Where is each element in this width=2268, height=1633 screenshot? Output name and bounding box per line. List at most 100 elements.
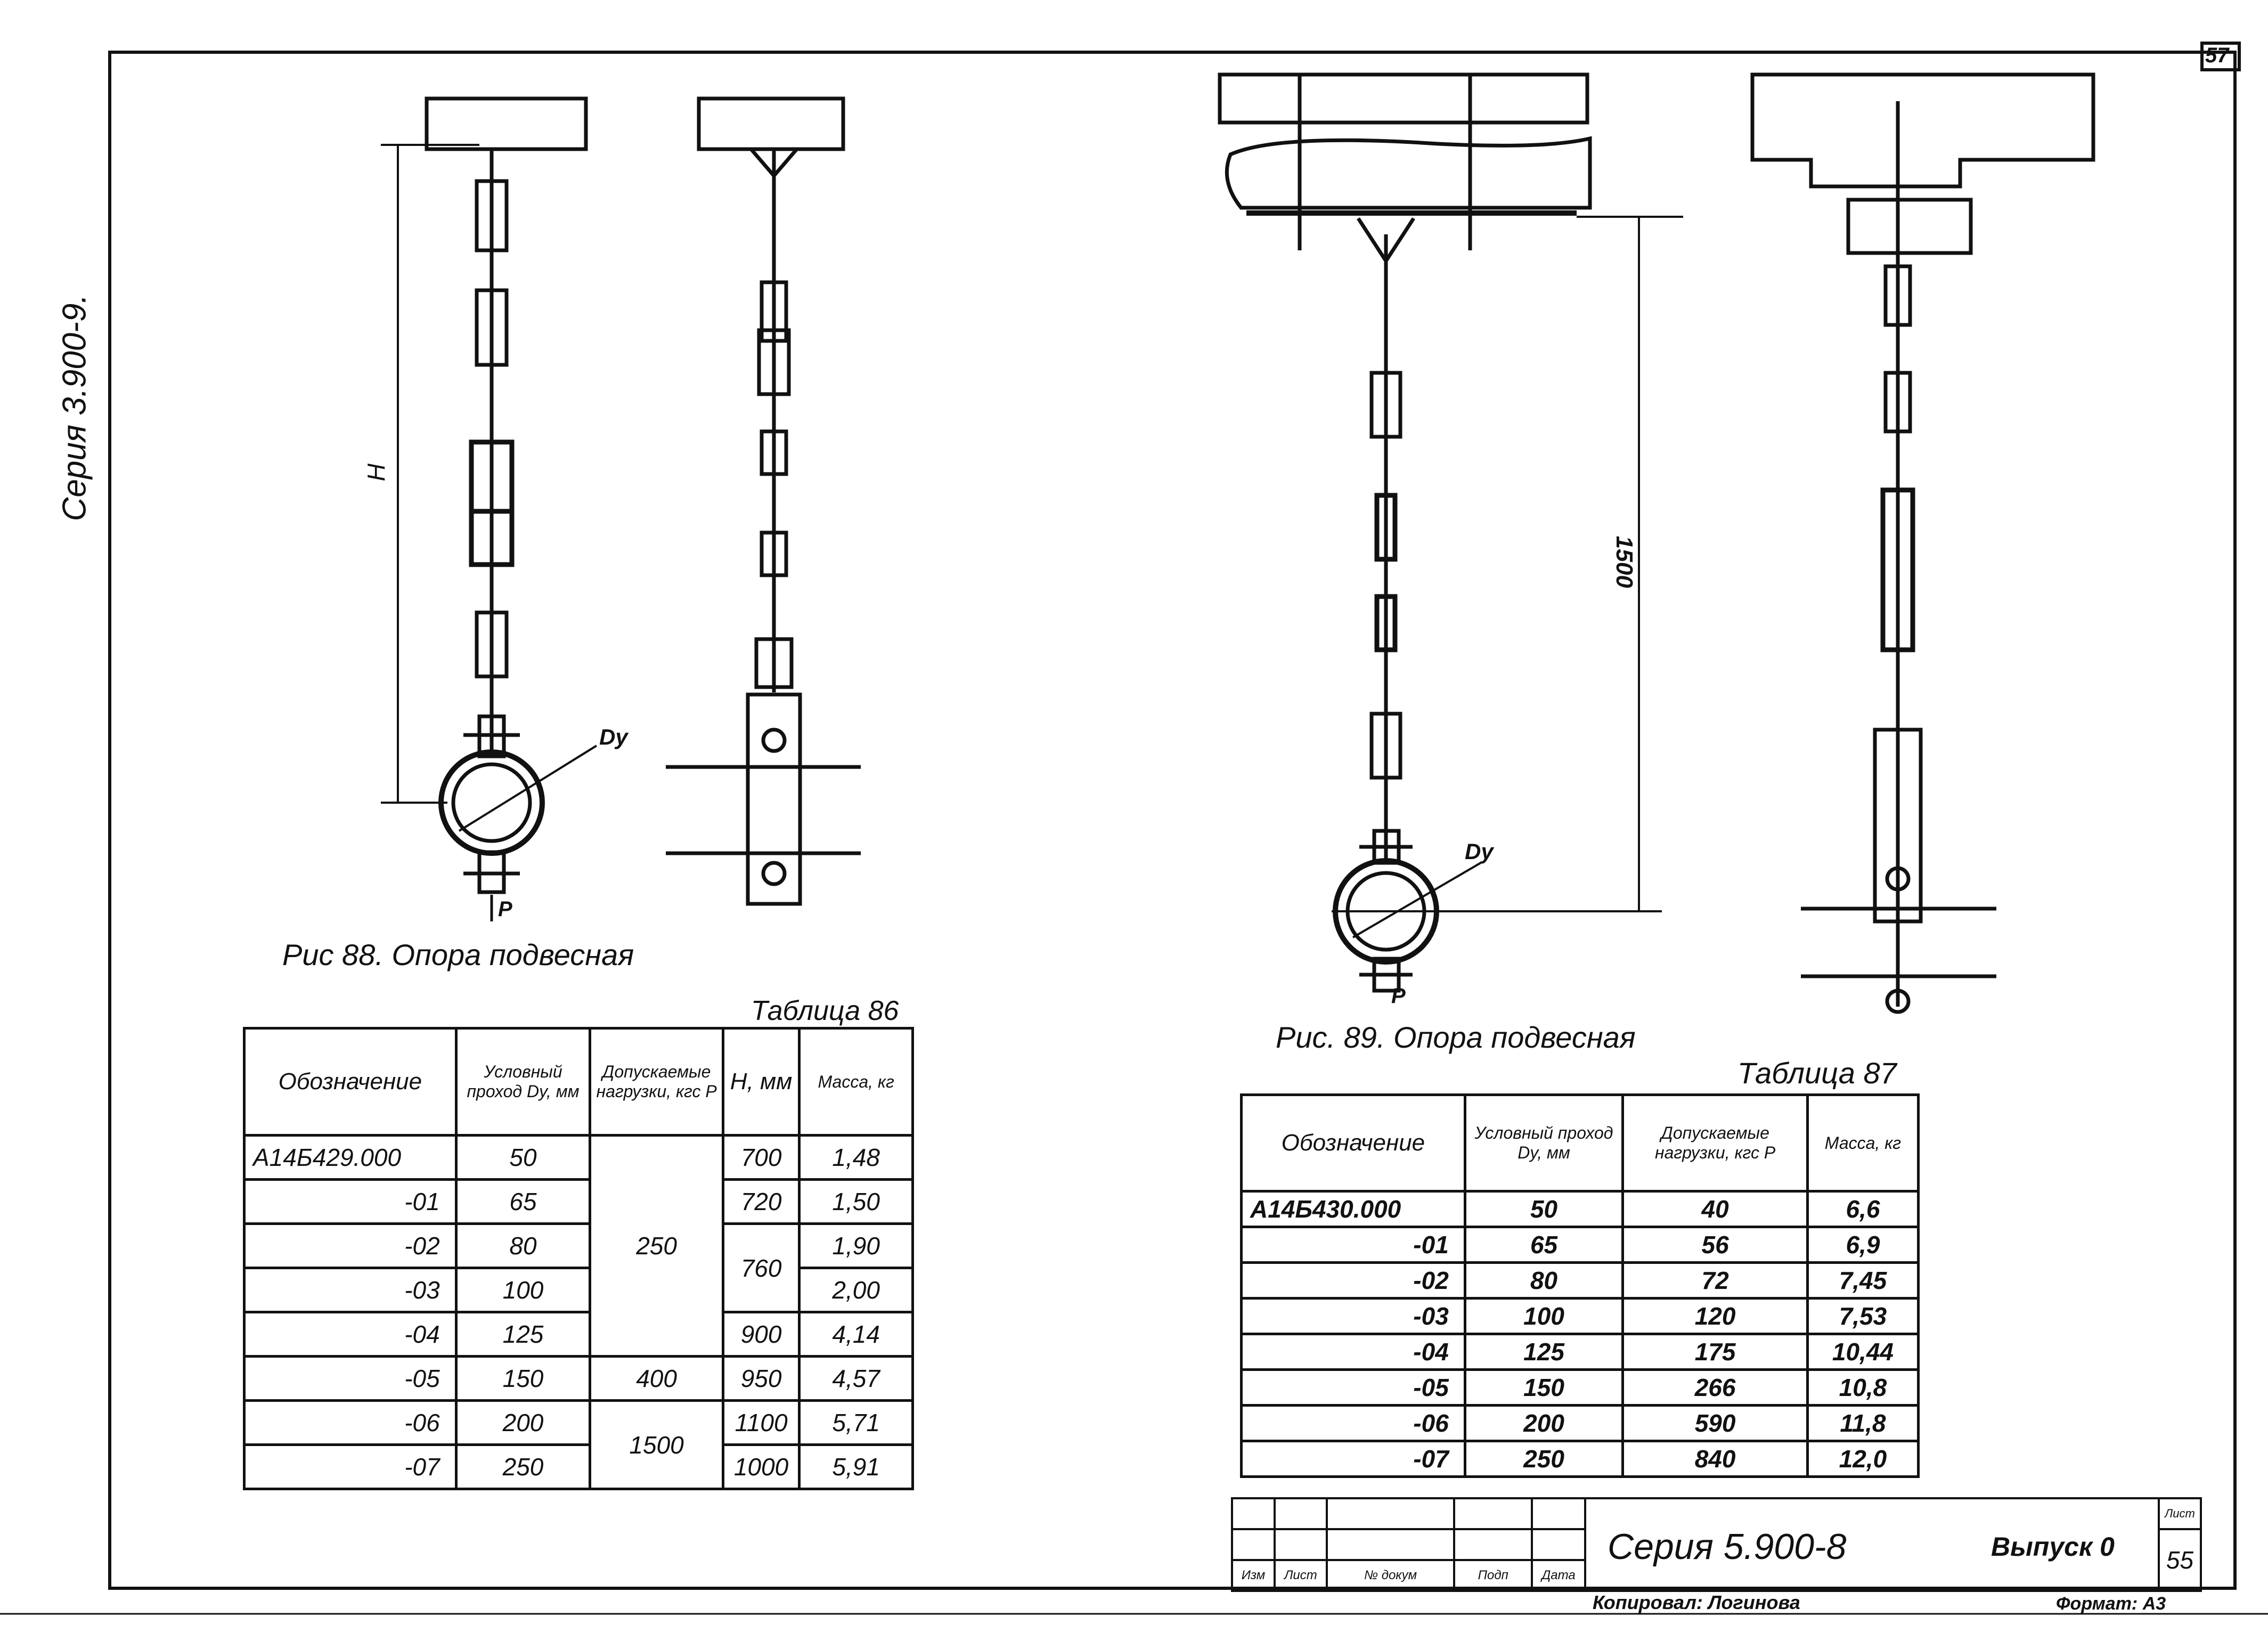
cell-mass: 1,48	[798, 1134, 914, 1181]
page-number-box	[2200, 42, 2241, 71]
cell-load: 250	[589, 1134, 724, 1358]
table-row: -03 100 2,00	[243, 1267, 914, 1313]
col-label-doc: № докум	[1325, 1559, 1456, 1592]
cell-load: 840	[1621, 1440, 1809, 1478]
cell-dy: 250	[454, 1443, 592, 1490]
cell-mass: 5,91	[798, 1443, 914, 1490]
cell-mass: 5,71	[798, 1399, 914, 1446]
cell-load: 590	[1621, 1404, 1809, 1442]
format-label: Формат: А3	[2056, 1594, 2166, 1614]
cell-designation: -06	[243, 1399, 458, 1446]
cell-load: 56	[1621, 1226, 1809, 1264]
col-label-izm: Изм	[1231, 1559, 1276, 1592]
fig89-caption: Рис. 89. Опора подвесная	[1276, 1020, 1636, 1054]
table-86: Обозначение Условный проход Dу, мм Допус…	[243, 1027, 914, 1490]
fig88-label-dy: Dу	[599, 724, 628, 749]
table-row: -02 80 760 1,90	[243, 1222, 914, 1313]
table-row: -01 65 720 1,50	[243, 1178, 914, 1225]
cell-mass: 4,14	[798, 1311, 914, 1358]
table-row: -07 250 1000 5,91	[243, 1443, 914, 1490]
cell-designation: -02	[243, 1222, 458, 1269]
table-header-row: Обозначение Условный проход Dу, мм Допус…	[243, 1027, 914, 1137]
cell-mass: 6,6	[1806, 1190, 1920, 1228]
cell-dy: 65	[454, 1178, 592, 1225]
cell-h: 720	[721, 1178, 801, 1225]
title-block: Серия 5.900-8 Выпуск 0 Лист 55 Изм Лист …	[1231, 1497, 2202, 1592]
cell-dy: 250	[1463, 1440, 1625, 1478]
cell-designation: -07	[1240, 1440, 1466, 1478]
title-issue: Выпуск 0	[1990, 1532, 2115, 1562]
cell-mass: 10,44	[1806, 1333, 1920, 1371]
header-dy: Условный проход Dу, мм	[1463, 1093, 1625, 1193]
title-main: Серия 5.900-8 Выпуск 0	[1584, 1497, 2160, 1592]
cell-designation: А14Б429.000	[243, 1134, 458, 1181]
header-load: Допускаемые нагрузки, кгс P	[589, 1027, 724, 1137]
header-load: Допускаемые нагрузки, кгс P	[1621, 1093, 1809, 1193]
cell-mass: 1,90	[798, 1222, 914, 1269]
header-h: H, мм	[721, 1027, 801, 1137]
table86-caption: Таблица 86	[751, 995, 899, 1026]
table-row: -04 125 900 4,14	[243, 1311, 914, 1358]
sheet-frame	[108, 51, 2237, 1590]
fig88-label-h: H	[362, 463, 390, 481]
cell-designation: -05	[1240, 1368, 1466, 1407]
cell-dy: 150	[1463, 1368, 1625, 1407]
cell-dy: 80	[454, 1222, 592, 1269]
cell-mass: 7,45	[1806, 1261, 1920, 1300]
fig89-side-view	[1750, 72, 2095, 1014]
page-number: 57	[2205, 44, 2229, 67]
col-label-list: Лист	[1273, 1559, 1328, 1592]
fig88-side-view	[666, 96, 861, 906]
cell-load: 400	[589, 1355, 724, 1402]
cell-designation: -04	[243, 1311, 458, 1358]
cell-designation: -05	[243, 1355, 458, 1402]
cell-h: 760	[721, 1222, 801, 1313]
cell-mass: 4,57	[798, 1355, 914, 1402]
sheet-number: 55	[2158, 1528, 2202, 1592]
table-87: Обозначение Условный проход Dу, мм Допус…	[1240, 1093, 1920, 1478]
header-mass: Масса, кг	[798, 1027, 914, 1137]
cell-designation: А14Б430.000	[1240, 1190, 1466, 1228]
cell-h: 700	[721, 1134, 801, 1181]
cell-load: 175	[1621, 1333, 1809, 1371]
cell-dy: 80	[1463, 1261, 1625, 1300]
cell-mass: 10,8	[1806, 1368, 1920, 1407]
cell-h: 950	[721, 1355, 801, 1402]
cell-designation: -01	[243, 1178, 458, 1225]
cell-designation: -04	[1240, 1333, 1466, 1371]
title-series: Серия 5.900-8	[1607, 1526, 1847, 1567]
cell-dy: 150	[454, 1355, 592, 1402]
cell-dy: 200	[454, 1399, 592, 1446]
cell-h: 900	[721, 1311, 801, 1358]
fig88-front-view	[381, 96, 598, 921]
col-label-sign: Подп	[1453, 1559, 1533, 1592]
header-dy: Условный проход Dу, мм	[454, 1027, 592, 1137]
table-row: -05 150 400 950 4,57	[243, 1355, 914, 1402]
cell-dy: 65	[1463, 1226, 1625, 1264]
fig89-front-view	[1218, 72, 1683, 993]
cell-designation: -03	[243, 1267, 458, 1313]
cell-designation: -01	[1240, 1226, 1466, 1264]
cell-h: 1000	[721, 1443, 801, 1490]
table87-caption: Таблица 87	[1737, 1056, 1897, 1090]
cell-dy: 200	[1463, 1404, 1625, 1442]
cell-mass: 11,8	[1806, 1404, 1920, 1442]
cell-mass: 12,0	[1806, 1440, 1920, 1478]
cell-load: 266	[1621, 1368, 1809, 1407]
fig88-label-p: P	[498, 897, 512, 921]
col-label-date: Дата	[1531, 1559, 1586, 1592]
fig88-caption: Рис 88. Опора подвесная	[282, 938, 634, 971]
table-row: -06 200 1500 1100 5,71	[243, 1399, 914, 1490]
side-series-label: Серия 3.900-9.	[56, 294, 93, 521]
cell-mass: 7,53	[1806, 1297, 1920, 1335]
sheet-label: Лист	[2158, 1497, 2202, 1530]
cell-dy: 125	[1463, 1333, 1625, 1371]
header-designation: Обозначение	[243, 1027, 458, 1137]
cell-mass: 1,50	[798, 1178, 914, 1225]
cell-mass: 2,00	[798, 1267, 914, 1313]
